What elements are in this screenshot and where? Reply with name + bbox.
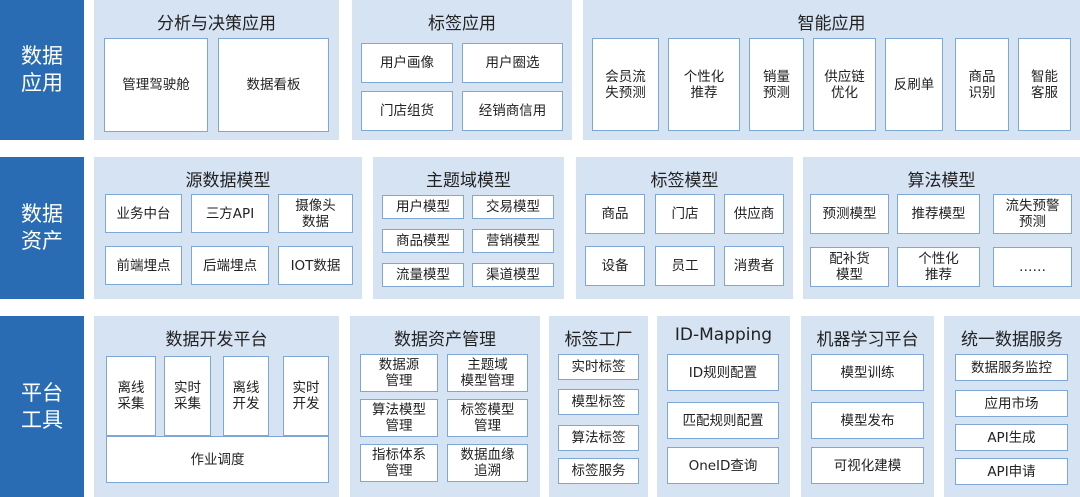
item-box: 算法模型 管理 bbox=[360, 399, 438, 437]
panel-algorithm-model: 算法模型 预测模型 推荐模型 流失预警 预测 配补货 模型 个性化 推荐 …… bbox=[803, 157, 1080, 299]
item-box: 三方API bbox=[191, 194, 269, 233]
item-box: 数据血缘 追溯 bbox=[447, 444, 528, 482]
item-box: 智能 客服 bbox=[1018, 38, 1071, 131]
panel-title: 机器学习平台 bbox=[816, 330, 919, 350]
panel-analysis-decision: 分析与决策应用 管理驾驶舱 数据看板 bbox=[94, 0, 339, 140]
item-box: OneID查询 bbox=[667, 447, 779, 484]
item-box: …… bbox=[993, 247, 1072, 287]
row-label-platform-tools: 平台 工具 bbox=[0, 316, 84, 497]
panel-title: 标签模型 bbox=[650, 171, 719, 191]
panel-title: 主题域模型 bbox=[426, 171, 511, 191]
item-box: 渠道模型 bbox=[472, 263, 554, 287]
item-box: 预测模型 bbox=[810, 194, 889, 234]
item-box: 门店 bbox=[655, 194, 715, 234]
panel-tag-factory: 标签工厂 实时标签 模型标签 算法标签 标签服务 bbox=[549, 316, 648, 497]
panel-title: 分析与决策应用 bbox=[157, 14, 276, 34]
item-box: 商品 bbox=[585, 194, 645, 234]
item-box: 设备 bbox=[585, 246, 645, 286]
item-box: 流失预警 预测 bbox=[993, 194, 1072, 234]
item-box: 模型标签 bbox=[558, 389, 639, 415]
item-box: 销量 预测 bbox=[749, 38, 804, 131]
item-box: API申请 bbox=[955, 458, 1068, 485]
panel-title: 智能应用 bbox=[797, 14, 866, 34]
item-box: 后端埋点 bbox=[191, 246, 269, 285]
item-box: API生成 bbox=[955, 424, 1068, 451]
item-box: 作业调度 bbox=[106, 436, 329, 483]
item-box: 推荐模型 bbox=[897, 194, 980, 234]
item-box: ID规则配置 bbox=[667, 354, 779, 391]
item-box: 商品 识别 bbox=[955, 38, 1009, 131]
item-box: 算法标签 bbox=[558, 425, 639, 451]
item-box: 管理驾驶舱 bbox=[104, 38, 208, 132]
item-box: 可视化建模 bbox=[811, 447, 924, 484]
item-box: 数据服务监控 bbox=[955, 354, 1068, 381]
item-box: 模型训练 bbox=[811, 354, 924, 391]
panel-title: 数据资产管理 bbox=[394, 330, 496, 350]
panel-title: ID-Mapping bbox=[674, 325, 773, 345]
panel-source-data-model: 源数据模型 业务中台 三方API 摄像头 数据 前端埋点 后端埋点 IOT数据 bbox=[94, 157, 362, 299]
panel-title: 标签应用 bbox=[428, 14, 496, 34]
panel-title: 标签工厂 bbox=[564, 330, 633, 350]
item-box: 商品模型 bbox=[382, 229, 464, 253]
item-box: 用户画像 bbox=[361, 43, 453, 83]
item-box: 匹配规则配置 bbox=[667, 402, 779, 439]
panel-unified-data-service: 统一数据服务 数据服务监控 应用市场 API生成 API申请 bbox=[944, 316, 1080, 497]
row-label-data-assets: 数据 资产 bbox=[0, 157, 84, 299]
item-box: 消费者 bbox=[724, 246, 784, 286]
item-box: 营销模型 bbox=[472, 229, 554, 253]
item-box: 反刷单 bbox=[885, 38, 943, 131]
panel-tag-model: 标签模型 商品 门店 供应商 设备 员工 消费者 bbox=[576, 157, 793, 299]
item-box: 供应商 bbox=[724, 194, 784, 234]
item-box: 实时 开发 bbox=[283, 356, 329, 436]
item-box: 标签模型 管理 bbox=[447, 399, 528, 437]
item-box: 数据看板 bbox=[218, 38, 329, 132]
item-box: 个性化 推荐 bbox=[668, 38, 740, 131]
item-box: 经销商信用 bbox=[462, 91, 563, 131]
panel-title: 统一数据服务 bbox=[961, 330, 1063, 350]
panel-data-dev-platform: 数据开发平台 离线 采集 实时 采集 离线 开发 实时 开发 作业调度 bbox=[94, 316, 339, 497]
item-box: 业务中台 bbox=[105, 194, 182, 233]
item-box: 门店组货 bbox=[361, 91, 453, 131]
item-box: IOT数据 bbox=[278, 246, 353, 285]
panel-title: 数据开发平台 bbox=[165, 330, 268, 350]
item-box: 主题域 模型管理 bbox=[447, 354, 528, 392]
item-box: 配补货 模型 bbox=[810, 247, 889, 287]
item-box: 离线 开发 bbox=[223, 356, 269, 436]
item-box: 流量模型 bbox=[382, 263, 464, 287]
item-box: 用户模型 bbox=[382, 195, 464, 219]
item-box: 实时 采集 bbox=[164, 356, 211, 436]
panel-ml-platform: 机器学习平台 模型训练 模型发布 可视化建模 bbox=[801, 316, 934, 497]
item-box: 数据源 管理 bbox=[360, 354, 438, 392]
item-box: 供应链 优化 bbox=[813, 38, 876, 131]
item-box: 实时标签 bbox=[558, 354, 639, 380]
item-box: 会员流 失预测 bbox=[592, 38, 659, 131]
panel-id-mapping: ID-Mapping ID规则配置 匹配规则配置 OneID查询 bbox=[657, 316, 790, 497]
item-box: 模型发布 bbox=[811, 402, 924, 439]
panel-subject-domain-model: 主题域模型 用户模型 交易模型 商品模型 营销模型 流量模型 渠道模型 bbox=[373, 157, 564, 299]
item-box: 交易模型 bbox=[472, 195, 554, 219]
item-box: 标签服务 bbox=[558, 458, 639, 484]
item-box: 离线 采集 bbox=[106, 356, 156, 436]
item-box: 摄像头 数据 bbox=[278, 194, 353, 233]
item-box: 员工 bbox=[655, 246, 715, 286]
item-box: 前端埋点 bbox=[105, 246, 182, 285]
panel-title: 算法模型 bbox=[907, 171, 976, 191]
panel-smart-application: 智能应用 会员流 失预测 个性化 推荐 销量 预测 供应链 优化 反刷单 商品 … bbox=[583, 0, 1080, 140]
panel-data-asset-management: 数据资产管理 数据源 管理 主题域 模型管理 算法模型 管理 标签模型 管理 指… bbox=[350, 316, 540, 497]
item-box: 用户圈选 bbox=[462, 43, 563, 83]
panel-title: 源数据模型 bbox=[185, 171, 271, 191]
item-box: 应用市场 bbox=[955, 390, 1068, 417]
panel-tag-application: 标签应用 用户画像 用户圈选 门店组货 经销商信用 bbox=[352, 0, 572, 140]
item-box: 个性化 推荐 bbox=[897, 247, 980, 287]
row-label-data-application: 数据 应用 bbox=[0, 0, 84, 140]
item-box: 指标体系 管理 bbox=[360, 444, 438, 482]
